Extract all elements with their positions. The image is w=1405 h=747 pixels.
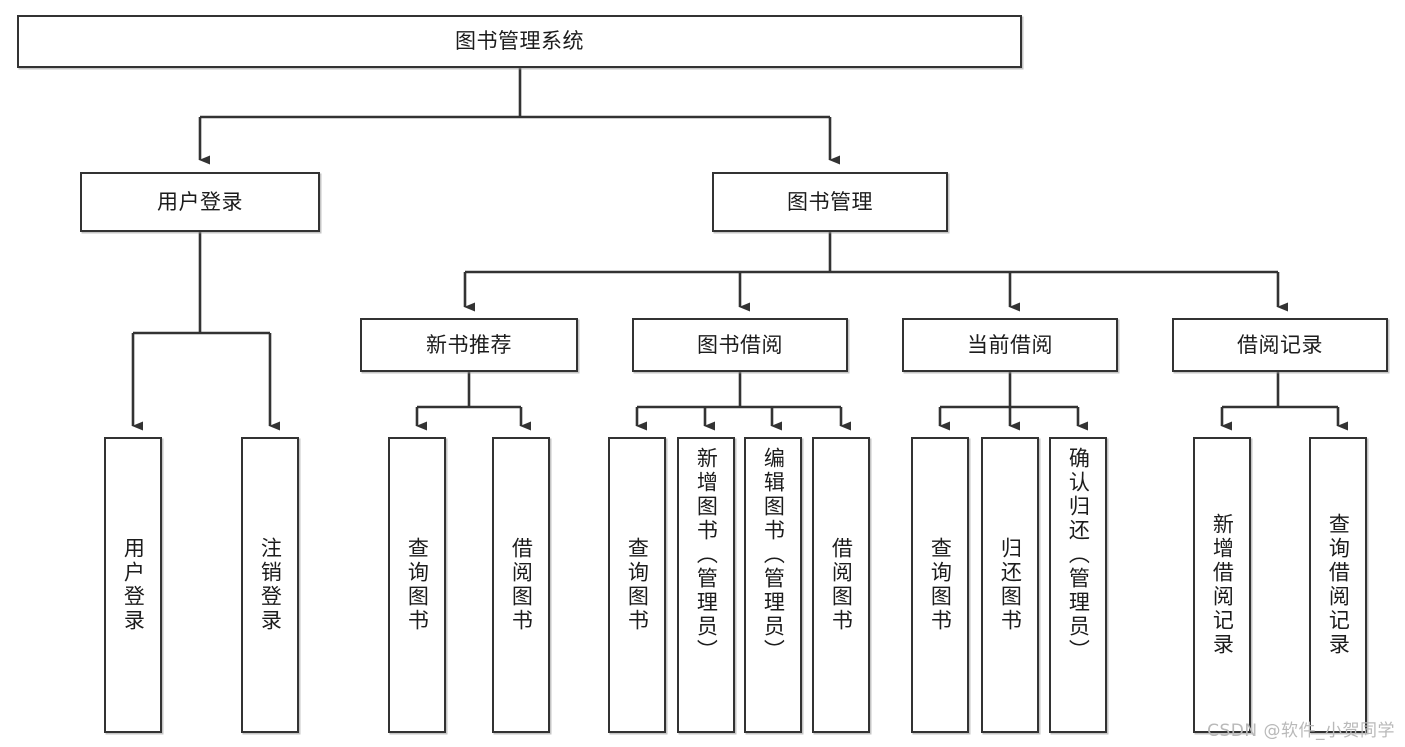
leaf-borrow-book[interactable]: 借阅图书 bbox=[812, 437, 870, 733]
leaf-logout-login[interactable]: 注销登录 bbox=[241, 437, 299, 733]
node-label: 图书借阅 bbox=[697, 332, 783, 357]
node-label: 用户登录 bbox=[157, 189, 243, 214]
leaf-label: 查询图书 bbox=[928, 537, 953, 633]
leaf-edit-book-admin[interactable]: 编辑图书（管理员） bbox=[744, 437, 802, 733]
leaf-query-book-current[interactable]: 查询图书 bbox=[911, 437, 969, 733]
node-label: 新书推荐 bbox=[426, 332, 512, 357]
leaf-confirm-return-admin[interactable]: 确认归还（管理员） bbox=[1049, 437, 1107, 733]
leaf-label: 归还图书 bbox=[998, 537, 1023, 633]
leaf-query-borrow-record[interactable]: 查询借阅记录 bbox=[1309, 437, 1367, 733]
leaf-borrow-book-recommend[interactable]: 借阅图书 bbox=[492, 437, 550, 733]
node-user-login[interactable]: 用户登录 bbox=[80, 172, 320, 232]
node-borrow-record[interactable]: 借阅记录 bbox=[1172, 318, 1388, 372]
node-current-borrow[interactable]: 当前借阅 bbox=[902, 318, 1118, 372]
node-root-book-management-system[interactable]: 图书管理系统 bbox=[17, 15, 1022, 68]
leaf-label: 用户登录 bbox=[121, 537, 146, 633]
leaf-label: 编辑图书（管理员） bbox=[761, 447, 786, 663]
leaf-label: 借阅图书 bbox=[509, 537, 534, 633]
node-new-book-recommend[interactable]: 新书推荐 bbox=[360, 318, 578, 372]
leaf-label: 新增图书（管理员） bbox=[694, 447, 719, 663]
leaf-label: 查询图书 bbox=[625, 537, 650, 633]
node-book-borrow[interactable]: 图书借阅 bbox=[632, 318, 848, 372]
node-label: 图书管理 bbox=[787, 189, 873, 214]
leaf-label: 查询图书 bbox=[405, 537, 430, 633]
csdn-watermark: CSDN @软件_小贺同学 bbox=[1207, 721, 1395, 741]
node-label: 借阅记录 bbox=[1237, 332, 1323, 357]
node-book-management[interactable]: 图书管理 bbox=[712, 172, 948, 232]
leaf-return-book[interactable]: 归还图书 bbox=[981, 437, 1039, 733]
node-label: 当前借阅 bbox=[967, 332, 1053, 357]
leaf-label: 新增借阅记录 bbox=[1210, 513, 1235, 657]
node-label: 图书管理系统 bbox=[455, 29, 584, 54]
leaf-query-book-borrow[interactable]: 查询图书 bbox=[608, 437, 666, 733]
leaf-user-login[interactable]: 用户登录 bbox=[104, 437, 162, 733]
leaf-label: 查询借阅记录 bbox=[1326, 513, 1351, 657]
leaf-add-borrow-record[interactable]: 新增借阅记录 bbox=[1193, 437, 1251, 733]
leaf-add-book-admin[interactable]: 新增图书（管理员） bbox=[677, 437, 735, 733]
leaf-label: 借阅图书 bbox=[829, 537, 854, 633]
leaf-label: 确认归还（管理员） bbox=[1066, 447, 1091, 663]
leaf-query-book-recommend[interactable]: 查询图书 bbox=[388, 437, 446, 733]
leaf-label: 注销登录 bbox=[258, 537, 283, 633]
